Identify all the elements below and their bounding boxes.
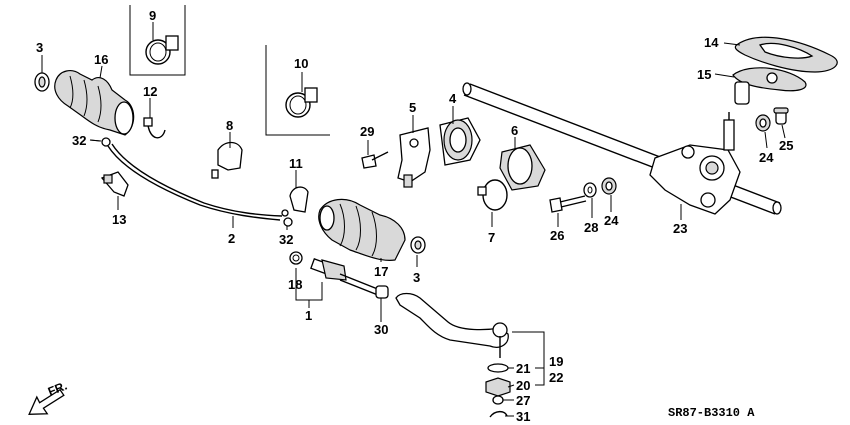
bracket-13: [100, 171, 129, 197]
front-direction-label: FR.: [46, 379, 69, 399]
bushing-4: [439, 117, 481, 166]
washer-18: [289, 251, 303, 265]
clamp-10: [285, 87, 318, 118]
callout-2: 2: [228, 231, 235, 246]
callout-24-top: 24: [759, 150, 774, 165]
clip-11: [281, 186, 309, 217]
callout-26: 26: [550, 228, 564, 243]
cotter-pin-31: [489, 410, 508, 418]
nut-30: [375, 285, 389, 299]
callout-22: 22: [549, 370, 563, 385]
inset-frame-9: [129, 5, 186, 76]
callout-8: 8: [226, 118, 233, 133]
callout-7: 7: [488, 230, 495, 245]
seal-21: [487, 363, 509, 373]
front-direction-arrow: [28, 388, 65, 415]
callout-3-left: 3: [36, 40, 43, 55]
boot-16: [54, 70, 135, 136]
callout-9: 9: [149, 8, 156, 23]
bracket-5: [397, 127, 431, 188]
callout-11: 11: [289, 156, 303, 171]
tube-2: [107, 143, 283, 221]
callout-17: 17: [374, 264, 388, 279]
callout-15: 15: [697, 67, 711, 82]
callout-10: 10: [294, 56, 308, 71]
clip-32-left: [89, 137, 111, 147]
callout-3-right: 3: [413, 270, 420, 285]
bolt-29: [361, 151, 389, 169]
washer-28: [583, 182, 597, 198]
callout-12: 12: [143, 84, 157, 99]
clamp-9: [145, 35, 179, 65]
callout-13: 13: [112, 212, 126, 227]
callout-25: 25: [779, 138, 793, 153]
callout-20: 20: [516, 378, 530, 393]
nut-24-top: [755, 114, 771, 132]
tie-rod-end-19-22: [395, 292, 509, 358]
cap-25: [773, 107, 789, 125]
callout-29: 29: [360, 124, 374, 139]
inset-frame-10: [265, 45, 330, 136]
callout-21: 21: [516, 361, 530, 376]
diagram-code: SR87-B3310 A: [668, 406, 755, 420]
callout-6: 6: [511, 123, 518, 138]
band-3-left: [34, 72, 50, 92]
leader-lines: [41, 22, 786, 417]
clip-32-right: [283, 217, 293, 227]
callout-numbers: 3 16 12 32 13 9 8 10 11 2 32 29 5 4 6 7 …: [36, 8, 793, 424]
tie-rod-1: [310, 258, 386, 298]
callout-31: 31: [516, 409, 530, 424]
callout-24-mid: 24: [604, 213, 619, 228]
callout-32-right: 32: [279, 232, 293, 247]
gasket-14: [734, 36, 838, 73]
clip-8: [211, 141, 243, 179]
callout-1: 1: [305, 308, 312, 323]
nut-20: [485, 377, 511, 397]
bolt-26: [549, 195, 587, 213]
callout-28: 28: [584, 220, 598, 235]
boot-17: [318, 198, 406, 261]
callout-5: 5: [409, 100, 416, 115]
callout-16: 16: [94, 52, 108, 67]
callout-4: 4: [449, 91, 457, 106]
clamp-7: [477, 179, 508, 211]
bushing-6: [499, 144, 546, 191]
callout-30: 30: [374, 322, 388, 337]
band-3-right: [410, 236, 426, 254]
clip-12: [143, 117, 166, 139]
plate-15: [732, 67, 807, 105]
callout-32-left: 32: [72, 133, 86, 148]
steering-rack-23: [462, 82, 782, 215]
nut-24-mid: [601, 177, 617, 195]
callout-23: 23: [673, 221, 687, 236]
callout-18: 18: [288, 277, 302, 292]
callout-14: 14: [704, 35, 719, 50]
callout-27: 27: [516, 393, 530, 408]
nut-27: [492, 395, 504, 405]
callout-19: 19: [549, 354, 563, 369]
